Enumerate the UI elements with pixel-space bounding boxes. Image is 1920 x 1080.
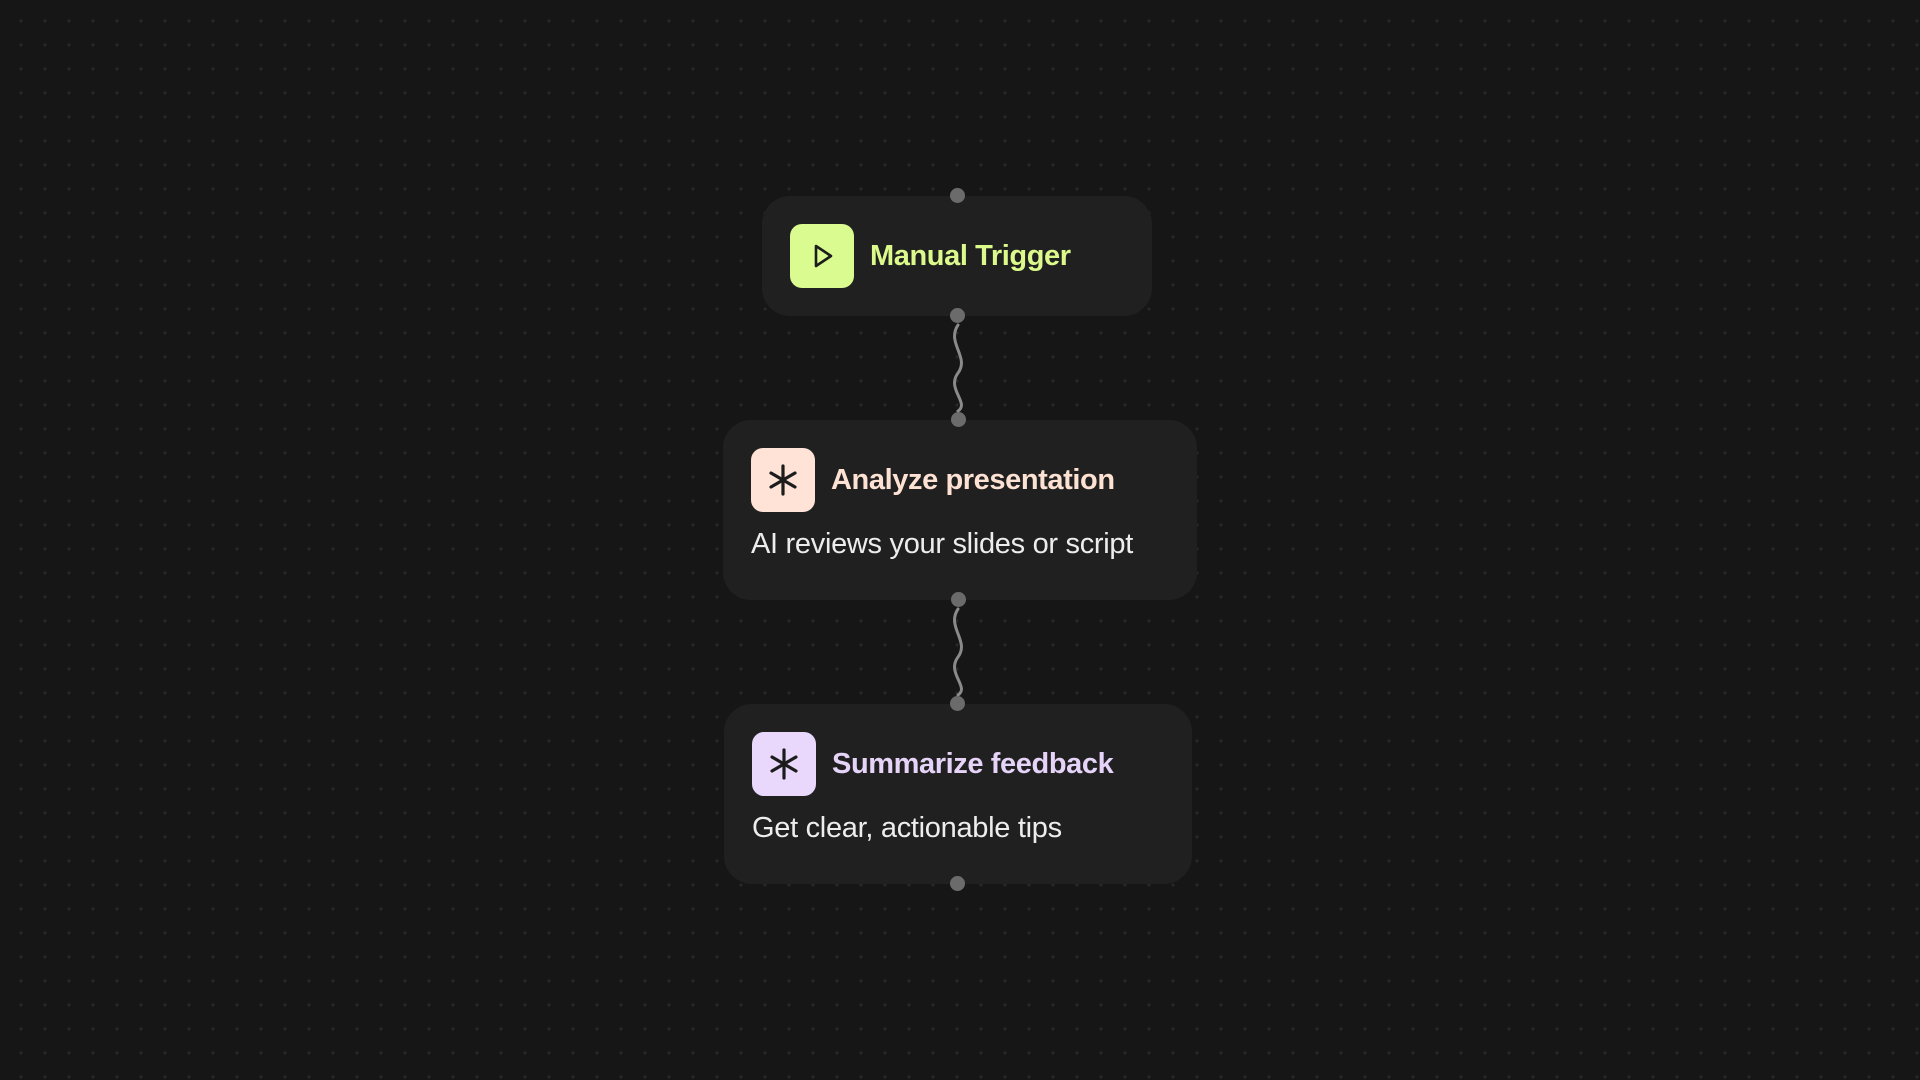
node-title: Analyze presentation — [831, 463, 1115, 496]
asterisk-icon — [751, 448, 815, 512]
node-header: Analyze presentation — [751, 448, 1115, 512]
asterisk-icon — [752, 732, 816, 796]
port-trigger-input[interactable] — [950, 188, 965, 203]
node-summarize-feedback[interactable]: Summarize feedback Get clear, actionable… — [724, 704, 1192, 884]
node-title: Summarize feedback — [832, 747, 1114, 780]
port-analyze-input[interactable] — [951, 412, 966, 427]
node-description: AI reviews your slides or script — [751, 528, 1134, 560]
node-manual-trigger[interactable]: Manual Trigger — [762, 196, 1152, 316]
port-trigger-output[interactable] — [950, 308, 965, 323]
port-analyze-output[interactable] — [951, 592, 966, 607]
connector-trigger-to-analyze — [953, 323, 963, 413]
port-summarize-output[interactable] — [950, 876, 965, 891]
node-header: Summarize feedback — [752, 732, 1114, 796]
node-title: Manual Trigger — [870, 239, 1071, 272]
node-analyze-presentation[interactable]: Analyze presentation AI reviews your sli… — [723, 420, 1197, 600]
port-summarize-input[interactable] — [950, 696, 965, 711]
node-description: Get clear, actionable tips — [752, 812, 1062, 844]
connector-analyze-to-summarize — [953, 607, 963, 697]
play-icon — [790, 224, 854, 288]
node-header: Manual Trigger — [790, 224, 1071, 288]
